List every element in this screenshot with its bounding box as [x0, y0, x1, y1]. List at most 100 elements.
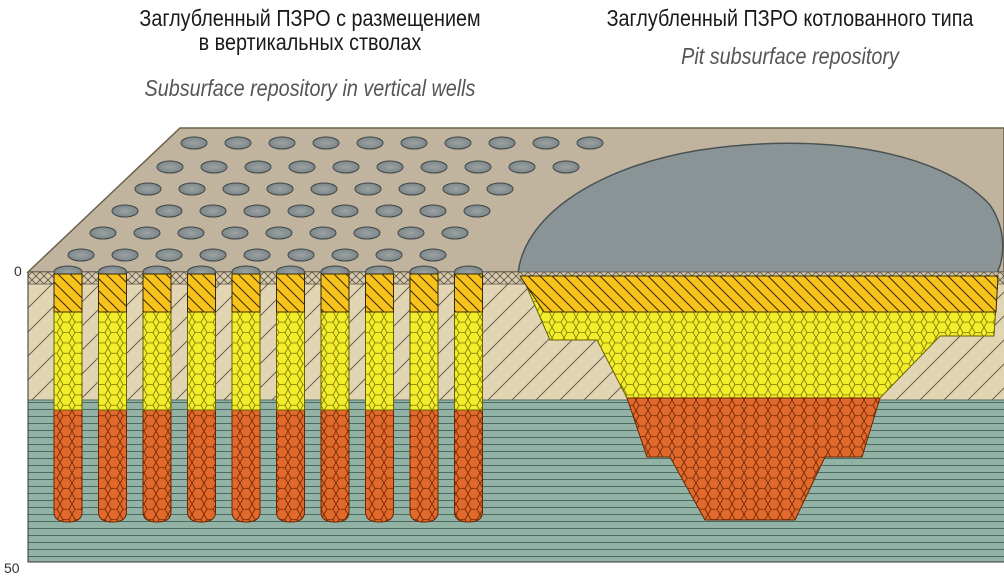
well-cap [98, 273, 127, 313]
title-right-english: Pit subsurface repository [681, 43, 899, 69]
pit-repository [519, 275, 999, 521]
well-waste [276, 409, 305, 523]
vertical-well [454, 265, 483, 523]
vertical-well [142, 265, 172, 523]
well-opening [332, 160, 360, 174]
well-opening [180, 136, 208, 150]
well-opening [331, 204, 359, 218]
well-opening [199, 248, 227, 262]
title-right-russian: Заглубленный ПЗРО котлованного типа [606, 5, 974, 31]
well-cap [409, 273, 439, 313]
well-cap [276, 273, 305, 313]
well-fill [276, 311, 305, 411]
well-cap [365, 273, 394, 313]
well-opening [354, 182, 382, 196]
well-opening [177, 226, 205, 240]
title-left-russian-line2: в вертикальных стволах [198, 29, 422, 56]
well-opening [419, 248, 447, 262]
title-left-english: Subsurface repository in vertical wells [144, 75, 476, 101]
vertical-well [365, 265, 394, 523]
well-opening [375, 248, 403, 262]
well-opening [356, 136, 384, 150]
well-opening [309, 226, 337, 240]
well-fill [187, 311, 216, 411]
well-opening [200, 160, 228, 174]
well-cap [53, 273, 83, 313]
pit-cap [517, 142, 1004, 276]
well-opening [268, 136, 296, 150]
well-opening [419, 204, 447, 218]
well-waste [187, 409, 216, 523]
well-cap [187, 273, 216, 313]
vertical-well [409, 265, 439, 523]
depth-label-top: 0 [14, 263, 22, 279]
vertical-well [187, 265, 216, 523]
well-opening [532, 136, 560, 150]
well-opening [400, 136, 428, 150]
pit-waste-body [626, 397, 881, 521]
well-opening [353, 226, 381, 240]
well-opening [442, 182, 470, 196]
well-fill [53, 311, 83, 411]
well-opening [376, 160, 404, 174]
vertical-wells [53, 265, 483, 523]
well-cap [142, 273, 172, 313]
well-waste [53, 409, 83, 523]
well-opening [464, 160, 492, 174]
well-waste [409, 409, 439, 523]
well-cap [231, 273, 261, 313]
well-opening [221, 226, 249, 240]
well-opening [287, 204, 315, 218]
well-fill [142, 311, 172, 411]
well-opening [310, 182, 338, 196]
well-opening [488, 136, 516, 150]
title-left-russian-line1: Заглубленный ПЗРО с размещением [139, 5, 481, 31]
well-opening [111, 248, 139, 262]
well-opening [486, 182, 514, 196]
well-opening [398, 182, 426, 196]
well-opening [89, 226, 117, 240]
well-opening [508, 160, 536, 174]
well-opening [111, 204, 139, 218]
well-opening [222, 182, 250, 196]
title-left-russian: Заглубленный ПЗРО с размещением в вертик… [78, 6, 542, 54]
well-opening [441, 226, 469, 240]
well-fill [365, 311, 394, 411]
well-fill [454, 311, 483, 411]
well-opening [244, 160, 272, 174]
well-opening [266, 182, 294, 196]
well-opening [288, 160, 316, 174]
well-opening [67, 248, 95, 262]
well-fill [409, 311, 439, 411]
well-opening [155, 204, 183, 218]
surface-well-openings [67, 136, 604, 262]
well-opening [576, 136, 604, 150]
well-fill [320, 311, 350, 411]
well-opening [133, 226, 161, 240]
well-opening [375, 204, 403, 218]
well-opening [243, 248, 271, 262]
well-opening [134, 182, 162, 196]
well-waste [320, 409, 350, 523]
well-opening [444, 136, 472, 150]
well-fill [98, 311, 127, 411]
well-opening [224, 136, 252, 150]
vertical-well [276, 265, 305, 523]
well-opening [420, 160, 448, 174]
well-opening [178, 182, 206, 196]
well-opening [265, 226, 293, 240]
well-waste [98, 409, 127, 523]
well-opening [199, 204, 227, 218]
depth-label-bottom: 50 [4, 560, 20, 576]
well-opening [287, 248, 315, 262]
well-opening [397, 226, 425, 240]
vertical-well [231, 265, 261, 523]
vertical-well [320, 265, 350, 523]
well-opening [312, 136, 340, 150]
well-waste [454, 409, 483, 523]
well-opening [243, 204, 271, 218]
well-waste [231, 409, 261, 523]
well-opening [155, 248, 183, 262]
well-opening [552, 160, 580, 174]
